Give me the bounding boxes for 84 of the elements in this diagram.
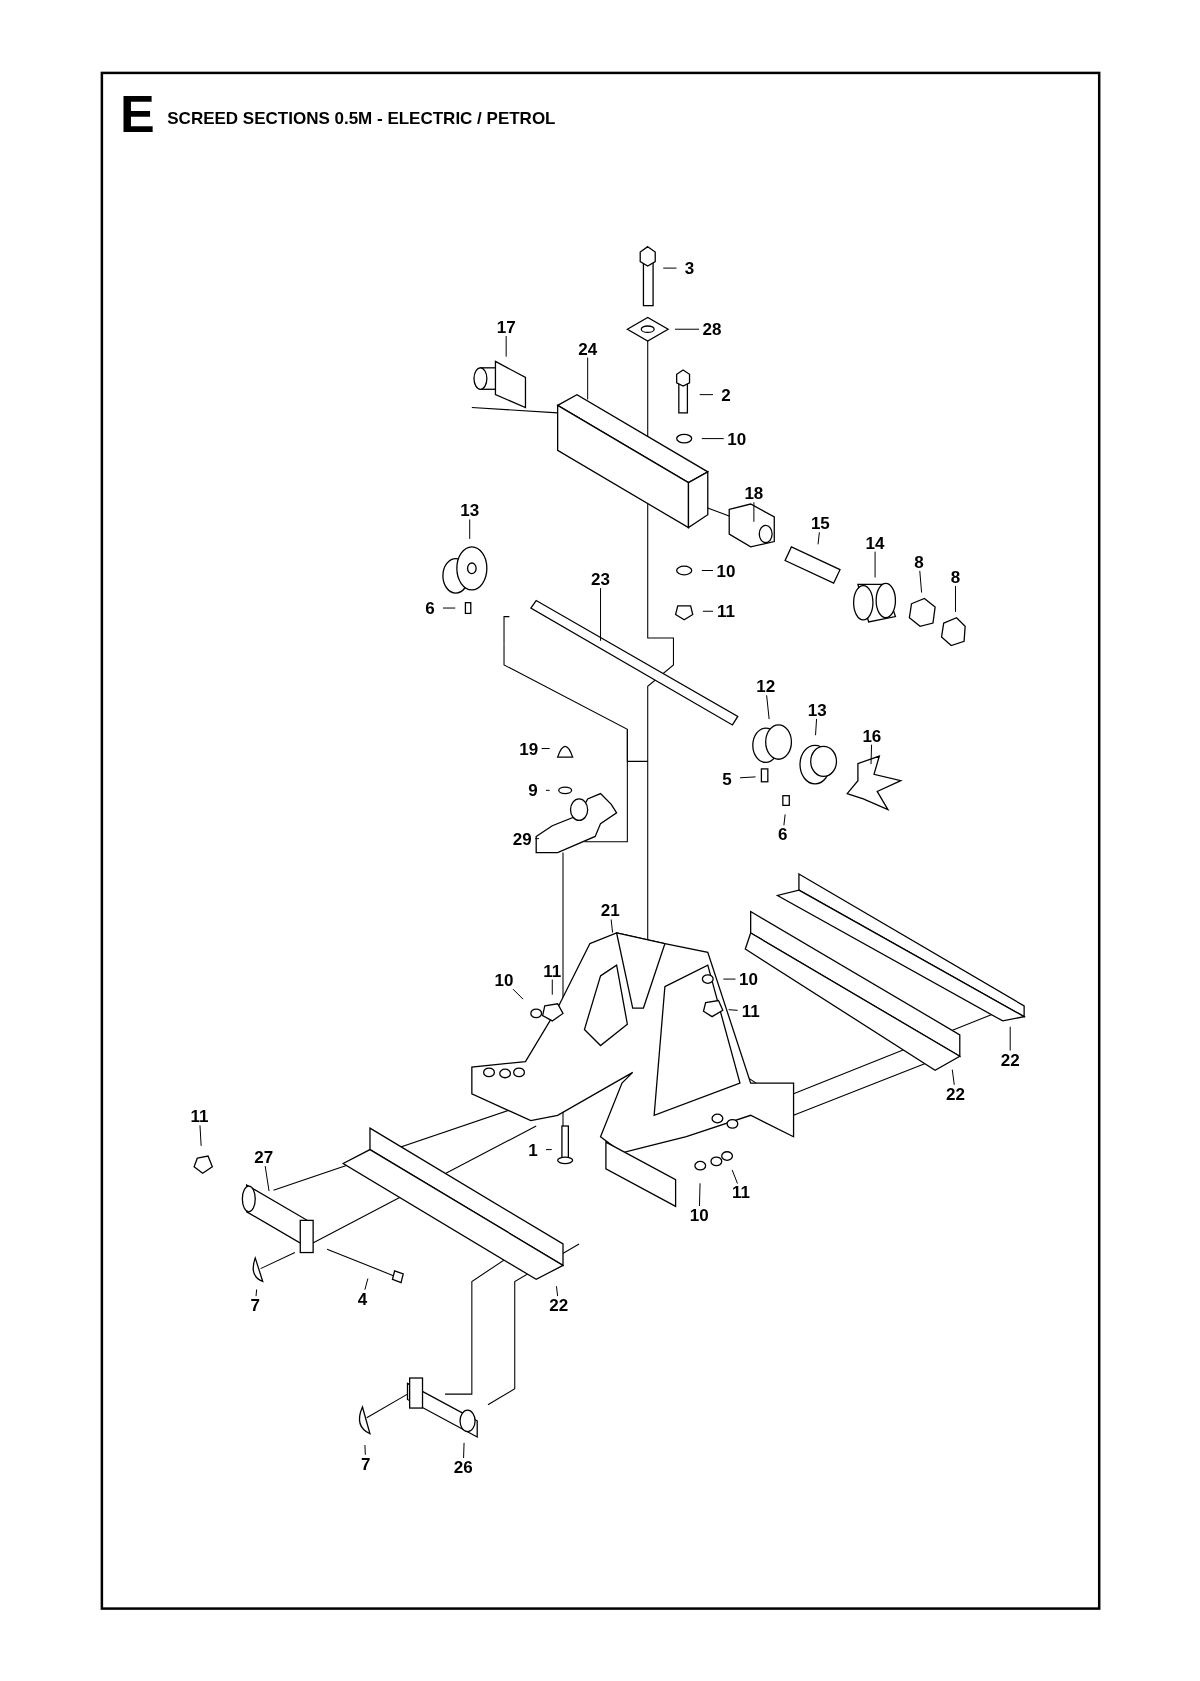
callout-number: 1	[520, 1141, 545, 1158]
callout-number: 23	[588, 571, 613, 588]
leader-line	[364, 1444, 366, 1456]
leader-line	[701, 438, 725, 440]
leader-line	[587, 357, 589, 400]
callout-number: 10	[724, 430, 749, 447]
callout-number: 27	[251, 1149, 276, 1166]
leader-line	[870, 744, 873, 765]
leader-line	[739, 776, 757, 779]
leader-line	[600, 587, 602, 642]
leader-line	[1009, 1026, 1011, 1051]
leader-line	[722, 978, 737, 980]
callout-number: 28	[700, 321, 725, 338]
leader-line	[728, 1009, 739, 1011]
callout-number: 11	[540, 962, 565, 979]
leader-line	[512, 988, 524, 1000]
leader-line	[919, 570, 923, 594]
callout-number: 22	[998, 1051, 1023, 1068]
callout-number: 24	[575, 340, 600, 357]
leader-line	[815, 718, 818, 736]
leader-line	[874, 551, 876, 578]
callout-number: 10	[714, 562, 738, 579]
callout-number: 15	[808, 515, 833, 532]
leader-line	[951, 1069, 955, 1086]
diagram-title: SCREED SECTIONS 0.5M - ELECTRIC / PETROL	[167, 109, 556, 130]
callout-number: 14	[863, 534, 888, 551]
callout-number: 7	[243, 1297, 268, 1314]
callout-number: 12	[753, 678, 778, 695]
callout-number: 7	[353, 1455, 378, 1472]
leader-line	[364, 1278, 369, 1291]
leader-line	[674, 328, 700, 330]
leader-line	[701, 570, 714, 571]
leader-line	[545, 1149, 553, 1151]
callout-number: 3	[677, 260, 702, 277]
callout-number: 17	[494, 319, 519, 336]
callout-number: 6	[770, 826, 795, 843]
leader-line	[442, 607, 456, 609]
callout-number: 13	[805, 701, 830, 718]
callout-number: 19	[516, 740, 541, 757]
leader-line	[955, 585, 956, 613]
leader-line	[783, 813, 786, 826]
callout-number: 11	[729, 1184, 753, 1201]
callout-number: 29	[510, 830, 535, 847]
leader-line	[698, 1182, 701, 1207]
callout-number: 8	[907, 553, 932, 570]
leader-line	[555, 1285, 559, 1297]
leader-line	[702, 610, 714, 612]
leader-line	[766, 694, 770, 720]
leader-line	[545, 789, 551, 791]
leader-line	[463, 1442, 465, 1459]
callout-number: 22	[943, 1085, 968, 1102]
callout-number: 5	[715, 770, 740, 787]
callout-number: 10	[687, 1207, 712, 1223]
leader-line	[541, 748, 551, 750]
section-letter: E	[120, 87, 155, 140]
leader-line	[662, 267, 678, 269]
leader-line	[255, 1288, 258, 1297]
leader-line	[199, 1124, 202, 1147]
leader-line	[534, 838, 540, 840]
callout-number: 22	[546, 1297, 571, 1314]
leader-line	[753, 501, 755, 523]
leader-line	[817, 531, 820, 545]
leader-line	[505, 335, 507, 358]
callout-number: 18	[741, 485, 766, 502]
leader-line	[264, 1165, 270, 1192]
callout-number: 9	[520, 782, 545, 799]
callout-number: 10	[736, 971, 761, 988]
callout-number: 6	[418, 600, 442, 617]
leader-line	[610, 918, 614, 934]
callout-number: 2	[714, 386, 738, 403]
leader-line	[731, 1169, 738, 1184]
callout-number: 11	[187, 1108, 212, 1125]
callout-number: 11	[738, 1003, 763, 1020]
callout-number: 13	[457, 502, 482, 519]
callout-number: 21	[598, 902, 623, 919]
callout-number: 11	[714, 603, 738, 620]
callout-number: 4	[350, 1290, 375, 1307]
callout-number: 16	[859, 727, 884, 744]
callout-number: 10	[492, 972, 516, 989]
callout-number: 8	[943, 568, 968, 585]
leader-line	[469, 518, 471, 540]
leader-line	[699, 394, 714, 396]
callout-number: 26	[451, 1459, 476, 1475]
leader-line	[551, 979, 553, 996]
